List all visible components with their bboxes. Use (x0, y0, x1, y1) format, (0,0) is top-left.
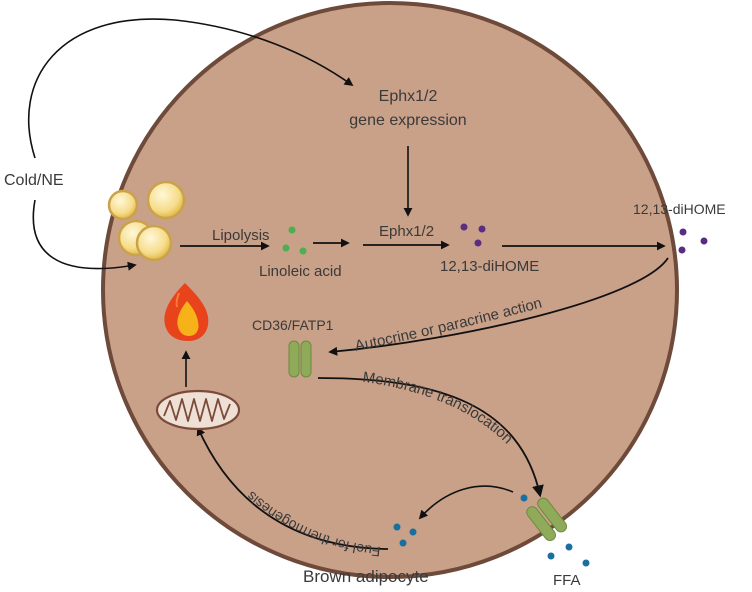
autocrine-arrow (328, 257, 669, 356)
cold-to-gene-arrow (27, 18, 354, 159)
dihome-dots-outside (678, 228, 708, 254)
ffa-dots-outside (547, 543, 590, 567)
cd36-fatp1-label: CD36/FATP1 (252, 317, 334, 333)
gene-expression-label: gene expression (349, 112, 466, 129)
membrane-transporter-icon (526, 497, 568, 542)
ephx-gene-label: Ephx1/2 (379, 88, 438, 105)
lipolysis-label: Lipolysis (212, 227, 270, 244)
transporter-icon (288, 340, 312, 378)
lipid-droplet-icon (107, 180, 186, 262)
ffa-label: FFA (553, 572, 581, 589)
dihome-outside-label: 12,13-diHOME (633, 201, 726, 217)
linoleic-acid-dots (282, 226, 307, 255)
brown-adipocyte-cell (101, 1, 679, 579)
dihome-inside-label: 12,13-diHOME (440, 258, 539, 275)
ephx-enzyme-label: Ephx1/2 (379, 223, 434, 240)
flame-icon (164, 283, 209, 341)
fuel-arrow (196, 426, 389, 550)
cell-name-label: Brown adipocyte (303, 567, 429, 586)
membrane-translocation-arrow (317, 377, 544, 498)
mitochondrion-icon (155, 389, 241, 431)
ffa-uptake-arrow (418, 485, 514, 520)
cold-to-lipid-arrow (32, 199, 137, 271)
ffa-dots-membrane (520, 494, 528, 502)
ffa-dots-inside (393, 523, 417, 547)
linoleic-acid-label: Linoleic acid (259, 263, 342, 280)
dihome-dots-inside (460, 223, 486, 247)
cold-ne-label: Cold/NE (4, 172, 64, 189)
